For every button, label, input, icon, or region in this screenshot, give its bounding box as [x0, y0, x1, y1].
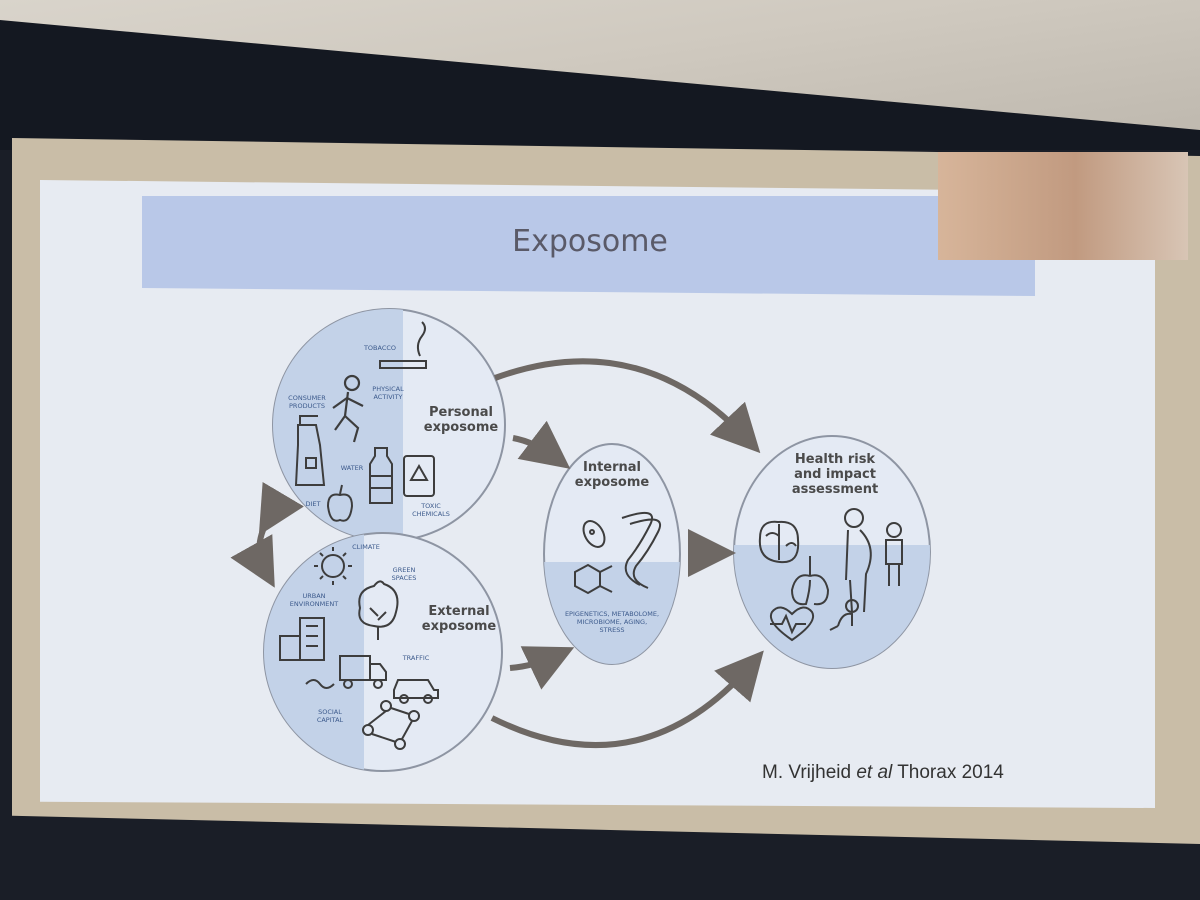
- internal-factors-line3: STRESS: [599, 626, 625, 634]
- label-traffic: TRAFFIC: [402, 654, 430, 662]
- label-toxic-chemicals: TOXIC CHEMICALS: [404, 502, 458, 518]
- internal-factors-line2: MICROBIOME, AGING,: [576, 618, 648, 626]
- label-water: WATER: [340, 464, 364, 472]
- tree-icon: [358, 580, 399, 640]
- baby-crawling-icon: [829, 599, 859, 631]
- citation-author: M. Vrijheid: [762, 762, 852, 783]
- label-social-line1: SOCIAL: [318, 708, 342, 716]
- label-consumer-line1: CONSUMER: [288, 394, 326, 402]
- citation: M. Vrijheid et al Thorax 2014: [762, 762, 1004, 784]
- runner-icon: [332, 374, 364, 443]
- label-physical-activity: PHYSICAL ACTIVITY: [366, 385, 410, 401]
- toxic-barrel-icon: [403, 455, 435, 497]
- external-title-line2: exposome: [421, 619, 497, 634]
- personal-title-line1: Personal: [429, 405, 493, 420]
- child-icon: [885, 522, 903, 586]
- arrow-external-to-health: [490, 650, 764, 749]
- label-green-line2: SPACES: [391, 574, 417, 582]
- citation-source: Thorax 2014: [897, 762, 1004, 783]
- presenter-video-inset: [938, 152, 1188, 260]
- buildings-icon: [279, 617, 325, 661]
- label-physical-line1: PHYSICAL: [372, 385, 404, 393]
- internal-factors-line1: EPIGENETICS, METABOLOME,: [564, 610, 660, 618]
- heart-icon: [770, 606, 814, 642]
- molecule-icon: [574, 563, 613, 595]
- slide-title: Exposome: [512, 224, 668, 259]
- arrow-personal-to-internal: [512, 420, 571, 469]
- sun-icon: [314, 547, 352, 585]
- external-title-line1: External: [428, 604, 490, 619]
- exhaust-icon: [305, 679, 335, 689]
- arrow-bidirectional: [230, 481, 304, 588]
- external-exposome-title: External exposome: [414, 604, 504, 634]
- presenter-background: [938, 152, 1188, 260]
- label-climate: CLIMATE: [352, 543, 380, 551]
- citation-etal: et al: [856, 762, 893, 783]
- label-diet: DIET: [305, 500, 321, 508]
- tobacco-icon: [379, 321, 427, 369]
- lungs-icon: [790, 556, 830, 606]
- label-social-capital: SOCIAL CAPITAL: [308, 708, 352, 724]
- label-consumer-products: CONSUMER PRODUCTS: [282, 394, 332, 410]
- microbe-icon: [582, 520, 606, 548]
- label-green-spaces: GREEN SPACES: [384, 566, 424, 582]
- apple-icon: [326, 484, 354, 522]
- health-risk-title: Health risk and impact assessment: [780, 452, 890, 497]
- label-urban-line1: URBAN: [302, 592, 326, 600]
- brain-icon: [758, 520, 800, 564]
- spray-bottle-icon: [294, 415, 326, 486]
- personal-exposome-title: Personal exposome: [416, 405, 506, 435]
- social-network-icon: [362, 700, 420, 750]
- car-icon: [393, 679, 439, 704]
- internal-title-line2: exposome: [574, 475, 650, 490]
- internal-exposome-title: Internal exposome: [572, 460, 652, 490]
- label-urban-environment: URBAN ENVIRONMENT: [284, 592, 344, 608]
- health-risk-circle: [733, 435, 931, 669]
- arrow-personal-to-health: [493, 358, 761, 454]
- dna-icon: [621, 511, 661, 589]
- label-physical-line2: ACTIVITY: [373, 393, 403, 401]
- pregnant-woman-icon: [844, 508, 872, 613]
- label-urban-line2: ENVIRONMENT: [289, 600, 339, 608]
- external-exposome-circle: [263, 532, 503, 772]
- personal-title-line2: exposome: [423, 420, 499, 435]
- health-title-line1: Health risk: [794, 452, 876, 467]
- health-title-line3: assessment: [791, 482, 879, 497]
- slide-title-bar: [142, 196, 1035, 296]
- label-green-line1: GREEN: [392, 566, 416, 574]
- label-consumer-line2: PRODUCTS: [289, 402, 325, 410]
- label-tobacco: TOBACCO: [363, 344, 397, 352]
- health-title-line2: and impact: [794, 467, 876, 482]
- label-toxic-line1: TOXIC: [421, 502, 441, 510]
- truck-icon: [339, 655, 387, 689]
- label-social-line2: CAPITAL: [316, 716, 344, 724]
- label-toxic-line2: CHEMICALS: [412, 510, 450, 518]
- water-bottle-icon: [369, 447, 393, 504]
- internal-exposome-factors: EPIGENETICS, METABOLOME, MICROBIOME, AGI…: [556, 610, 668, 634]
- internal-title-line1: Internal: [582, 460, 642, 475]
- arrow-external-to-internal: [509, 646, 575, 690]
